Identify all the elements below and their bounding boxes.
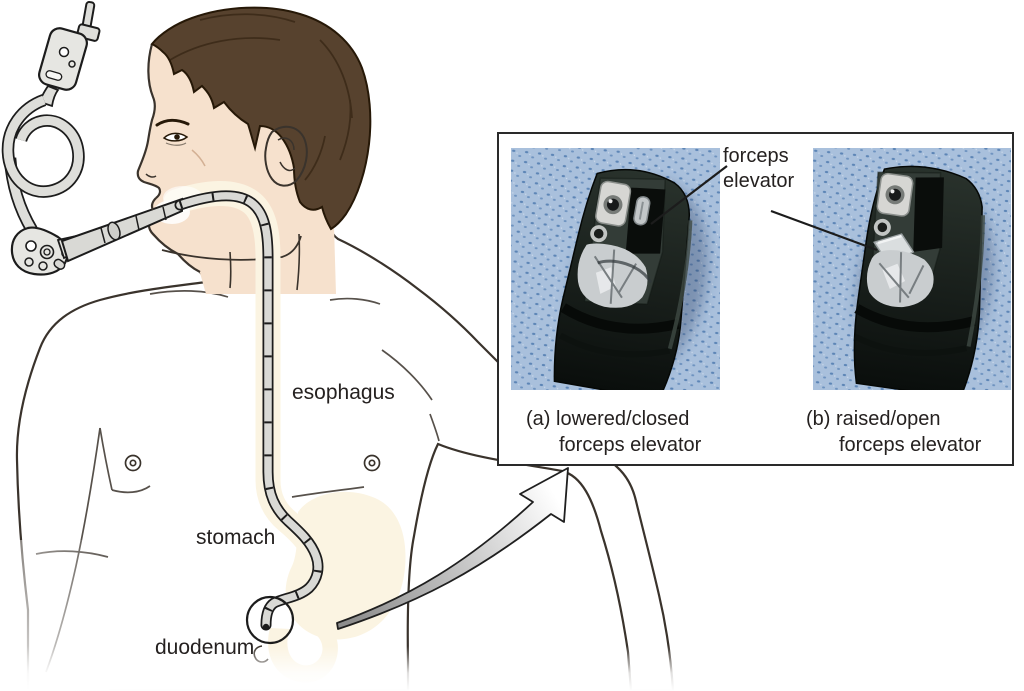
chest-detail [124,454,381,472]
esophagus-label: esophagus [292,381,395,404]
hair [150,6,372,231]
caption-a-line1: (a) lowered/closed [526,408,690,430]
magnifier-arrow-icon [336,467,569,630]
photo-b-raised-elevator [813,148,1011,390]
inset-panel: forceps elevator (a) lowered/closed forc… [497,132,1014,466]
bottom-fade [0,646,720,691]
caption-b-line1: (b) raised/open [806,408,941,430]
patient-head [136,6,372,294]
stomach-label: stomach [196,526,276,549]
patient-body [15,226,675,691]
ear [264,125,308,187]
endoscope-tube [60,190,324,631]
caption-b: (b) raised/open forceps elevator [806,406,981,458]
caption-a: (a) lowered/closed forceps elevator [526,406,701,458]
photo-a-lowered-elevator [511,148,720,390]
caption-b-line2: forceps elevator [839,434,982,456]
corner-fade [0,540,110,691]
forceps-elevator-pointer-label: forceps elevator [723,145,795,192]
caption-a-line2: forceps elevator [559,434,702,456]
duodenum-label: duodenum [155,636,255,659]
duodenum-magnifier-circle [245,595,295,645]
